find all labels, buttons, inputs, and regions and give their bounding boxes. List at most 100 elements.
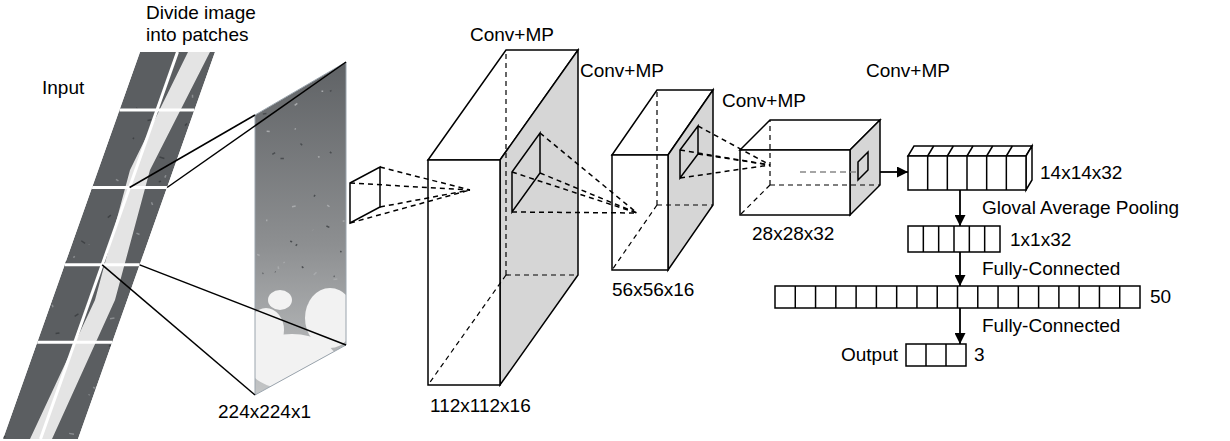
hidden-edge: [506, 274, 578, 275]
cell-divider: [977, 286, 979, 308]
layer-label: Conv+MP: [722, 90, 806, 112]
texture-stroke: [267, 130, 270, 132]
grid-line: [41, 52, 178, 439]
texture-stroke: [300, 144, 302, 146]
operation-label: Gloval Average Pooling: [980, 197, 1181, 219]
texture-stroke: [278, 392, 282, 393]
texture-stroke: [199, 352, 202, 354]
texture-stroke: [154, 421, 156, 423]
zoom-line: [102, 265, 255, 395]
texture-stroke: [327, 205, 329, 207]
texture-stroke: [319, 389, 322, 390]
texture-stroke: [274, 271, 276, 273]
texture-stroke: [56, 332, 60, 334]
texture-stroke: [9, 232, 11, 234]
texture-stroke: [292, 205, 296, 207]
texture-stroke: [263, 113, 267, 115]
cell-divider: [947, 146, 953, 156]
cell-divider: [969, 226, 971, 252]
texture-stroke: [93, 387, 96, 388]
cell-divider: [925, 344, 927, 366]
texture-stroke: [80, 185, 82, 188]
cell-divider: [876, 286, 878, 308]
hidden-edge: [740, 185, 770, 215]
texture-stroke: [280, 158, 283, 160]
cell-divider: [1078, 286, 1080, 308]
texture-stroke: [101, 435, 105, 437]
layer-label: Conv+MP: [580, 60, 664, 82]
operation-label: Fully-Connected: [980, 258, 1122, 280]
texture-stroke: [148, 301, 150, 303]
texture-stroke: [333, 275, 335, 277]
cell-divider: [1099, 286, 1101, 308]
texture-stroke: [144, 297, 146, 299]
texture-stroke: [88, 394, 90, 396]
texture-stroke: [164, 175, 166, 177]
texture-stroke: [294, 128, 296, 130]
cell-divider: [835, 286, 837, 308]
front-face: [428, 160, 500, 385]
texture-stroke: [55, 278, 56, 279]
texture-stroke: [108, 215, 111, 217]
dimension-label: 1x1x32: [1010, 229, 1071, 251]
feature-vector: 1x1x32: [908, 226, 1000, 252]
texture-stroke: [98, 116, 100, 118]
texture-stroke: [159, 420, 162, 422]
texture-stroke: [121, 350, 125, 352]
crack-band: [30, 52, 210, 439]
texture-stroke: [40, 280, 43, 282]
texture-stroke: [334, 278, 338, 280]
texture-stroke: [321, 91, 323, 93]
texture-stroke: [312, 229, 314, 231]
step-note: Divide image into patches: [146, 2, 268, 46]
flow-arrow: [959, 308, 961, 344]
texture-stroke: [116, 179, 119, 181]
texture-stroke: [101, 137, 105, 140]
cell-divider: [1006, 156, 1008, 190]
texture-stroke: [75, 314, 79, 316]
texture-stroke: [192, 95, 194, 98]
texture-stroke: [10, 119, 13, 121]
cell-divider: [1006, 146, 1012, 156]
cell-divider: [997, 286, 999, 308]
hidden-edge: [612, 205, 657, 270]
layer-label: Conv+MP: [866, 60, 950, 82]
texture-stroke: [109, 345, 110, 347]
texture-stroke: [306, 377, 308, 379]
texture-stroke: [151, 334, 153, 336]
blotch: [268, 290, 292, 310]
texture-stroke: [283, 262, 285, 263]
dimension-label: 56x56x16: [612, 279, 694, 301]
blotch: [282, 373, 342, 403]
node-shape: [3, 52, 215, 439]
cell-divider: [795, 286, 797, 308]
texture-stroke: [159, 180, 161, 182]
node-shape: [908, 226, 1000, 252]
dimension-label: 3: [974, 344, 985, 366]
texture-stroke: [295, 103, 298, 105]
texture-stroke: [150, 242, 155, 244]
texture-stroke: [132, 138, 134, 139]
texture-stroke: [36, 207, 38, 209]
texture-stroke: [16, 141, 19, 144]
texture-stroke: [2, 52, 4, 54]
texture-stroke: [7, 102, 11, 104]
cell-divider: [947, 156, 949, 190]
node-shape: [255, 62, 346, 395]
texture-stroke: [290, 240, 292, 242]
texture-stroke: [326, 226, 329, 227]
texture-stroke: [3, 436, 6, 438]
feature-vector: 50: [775, 286, 1140, 308]
texture-stroke: [198, 394, 202, 396]
cell-divider: [1119, 286, 1121, 308]
node-shape: [740, 120, 880, 215]
texture-stroke: [185, 124, 187, 126]
feature-map: 56x56x16: [612, 90, 713, 270]
texture-stroke: [207, 327, 208, 329]
texture-stroke: [43, 270, 47, 272]
texture-stroke: [81, 241, 85, 244]
texture-stroke: [5, 284, 9, 286]
texture-stroke: [168, 392, 172, 394]
texture-stroke: [31, 315, 35, 318]
